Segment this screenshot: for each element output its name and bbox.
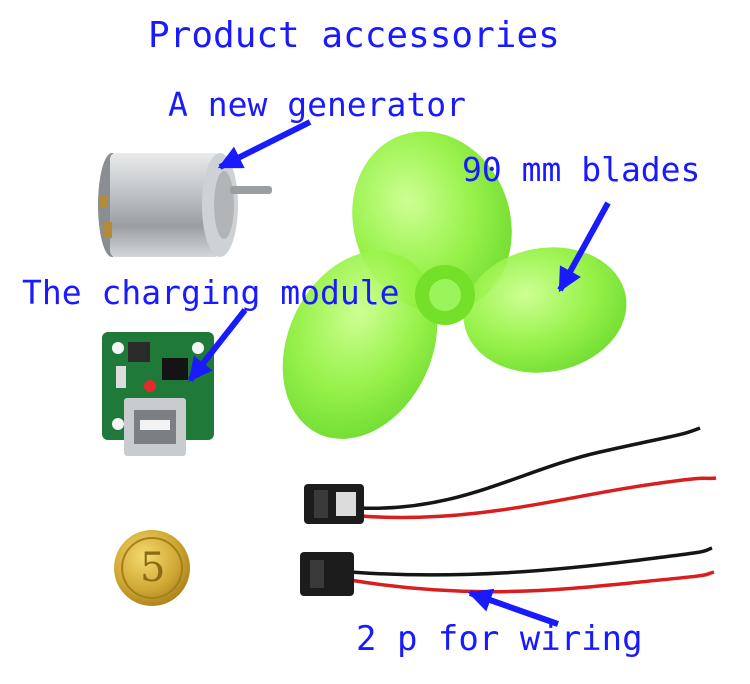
pointer-arrows	[187, 119, 611, 627]
wiring-arrow	[467, 588, 559, 627]
module-arrow	[187, 308, 248, 382]
blades-label: 90 mm blades	[462, 150, 701, 189]
page-title: Product accessories	[148, 15, 560, 56]
blades-arrow	[557, 201, 611, 293]
propeller-blades	[282, 131, 627, 439]
generator-arrow	[217, 119, 312, 170]
coin-numeral: 5	[140, 545, 166, 591]
wiring-connector-upper	[304, 426, 717, 524]
generator-label: A new generator	[168, 85, 467, 124]
charging-module-label: The charging module	[22, 273, 400, 312]
coin	[114, 530, 190, 606]
wiring-connector-lower	[300, 546, 715, 596]
charging-module-pcb	[102, 332, 214, 456]
wiring-label: 2 p for wiring	[356, 619, 643, 659]
generator-motor	[98, 153, 272, 257]
